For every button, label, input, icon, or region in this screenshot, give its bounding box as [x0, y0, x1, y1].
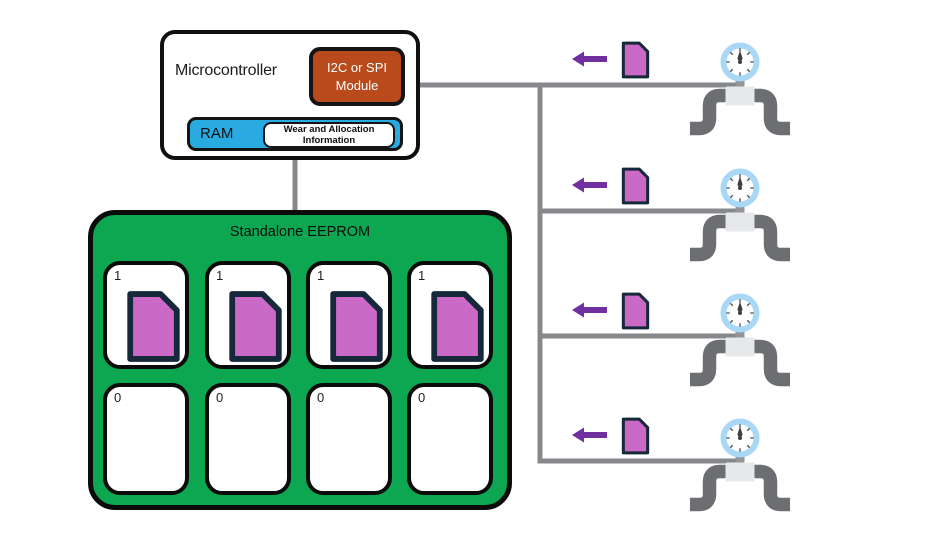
memory-cell: 0	[306, 383, 392, 495]
ram-box: RAM Wear and Allocation Information	[187, 117, 403, 151]
cell-bit-label: 1	[418, 268, 426, 283]
memory-cell: 0	[205, 383, 291, 495]
microcontroller-box: Microcontroller I2C or SPI Module RAM We…	[160, 30, 420, 160]
cell-bit-label: 1	[216, 268, 224, 283]
wear-allocation-info-label: Wear and Allocation Information	[283, 123, 375, 146]
cell-bit-label: 0	[216, 390, 224, 405]
cell-bit-label: 1	[317, 268, 325, 283]
left-arrow-icon	[572, 302, 607, 318]
memory-cell: 1	[205, 261, 291, 369]
memory-cell: 1	[103, 261, 189, 369]
file-icon	[621, 41, 650, 79]
i2c-spi-module-label: I2C or SPI Module	[327, 59, 387, 93]
file-icon	[621, 167, 650, 205]
left-arrow-icon	[572, 51, 607, 67]
ram-label: RAM	[200, 125, 234, 142]
bus-wires	[292, 82, 741, 464]
memory-cell: 1	[407, 261, 493, 369]
memory-cell: 0	[407, 383, 493, 495]
cell-bit-label: 0	[418, 390, 426, 405]
eeprom-box: Standalone EEPROM 1 1 1 1 0 0 0 0	[88, 210, 512, 510]
file-icon	[621, 417, 650, 455]
cell-bit-label: 0	[317, 390, 325, 405]
memory-cell: 0	[103, 383, 189, 495]
file-icon	[330, 291, 383, 362]
memory-cell: 1	[306, 261, 392, 369]
left-arrow-icon	[572, 177, 607, 193]
i2c-spi-module-box: I2C or SPI Module	[309, 47, 405, 106]
file-icon	[431, 291, 484, 362]
file-icon	[127, 291, 180, 362]
cell-bit-label: 0	[114, 390, 122, 405]
file-icon	[621, 292, 650, 330]
cell-bit-label: 1	[114, 268, 122, 283]
microcontroller-label: Microcontroller	[175, 62, 277, 79]
file-icon	[229, 291, 282, 362]
eeprom-title: Standalone EEPROM	[229, 224, 371, 240]
left-arrow-icon	[572, 427, 607, 443]
wear-allocation-info-box: Wear and Allocation Information	[263, 122, 395, 148]
